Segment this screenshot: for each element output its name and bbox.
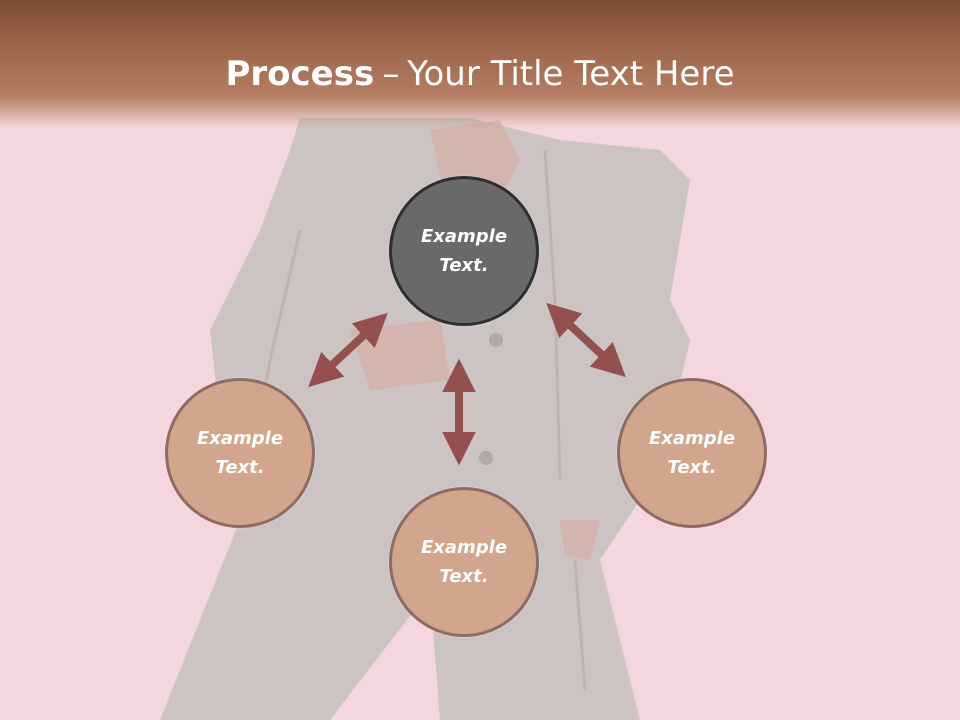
title-bar <box>0 0 960 128</box>
node-bottom: Example Text. <box>389 487 539 637</box>
node-right-label: Example Text. <box>648 428 736 478</box>
arrow-center-right <box>546 302 626 378</box>
title-rest: Your Title Text Here <box>407 54 735 94</box>
node-bottom-label: Example Text. <box>420 537 508 587</box>
node-right: Example Text. <box>617 378 767 528</box>
slide-title: Process–Your Title Text Here <box>0 52 960 96</box>
title-separator: – <box>382 54 400 94</box>
title-bold: Process <box>225 54 375 94</box>
node-center-label: Example Text. <box>420 226 508 276</box>
node-center: Example Text. <box>389 176 539 326</box>
arrow-center-left <box>308 312 388 388</box>
node-left: Example Text. <box>165 378 315 528</box>
node-left-label: Example Text. <box>196 428 284 478</box>
